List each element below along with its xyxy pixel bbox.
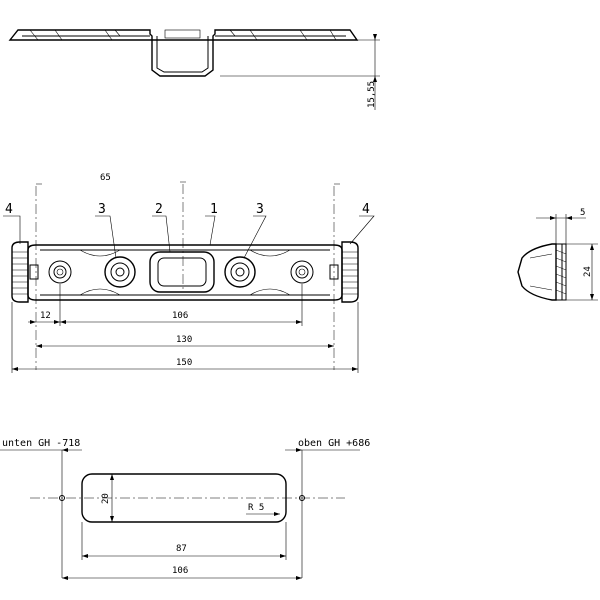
hole-right-outer [290,260,314,284]
slot-height-dim: 20 [101,493,111,504]
slot-total-dim: 106 [172,566,188,576]
note-left: unten GH -718 [2,438,80,449]
top-profile-view: 15,55 [8,29,380,110]
hole-left-inner [104,256,136,288]
dim-130: 130 [176,335,192,345]
end-cap-right [329,241,359,303]
height-dim: 15,55 [367,81,377,108]
dim-12: 12 [40,311,51,321]
item-label: 4 [362,202,370,217]
item-label: 3 [98,202,106,217]
slot-outline [81,473,287,523]
dim-150: 150 [176,358,192,368]
side-width-dim: 5 [580,208,585,218]
hole-left-outer [48,260,72,284]
hole-right-inner [224,256,256,288]
item-label: 2 [155,202,163,217]
side-view: 5 24 [517,208,598,301]
side-height-dim: 24 [583,266,593,277]
slot-length-dim: 87 [176,544,187,554]
item-label: 4 [5,202,13,217]
item-label: 1 [210,202,218,217]
radius-dim: R 5 [248,503,264,513]
offset-dim: 65 [100,173,111,183]
note-right: oben GH +686 [298,438,370,449]
center-slot [149,251,215,293]
end-cap-left [11,241,39,303]
front-view: 65 [3,173,375,373]
item-label: 3 [256,202,264,217]
dim-106: 106 [172,311,188,321]
slot-layout-view: unten GH -718 oben GH +686 20 R 5 87 106 [0,438,370,580]
